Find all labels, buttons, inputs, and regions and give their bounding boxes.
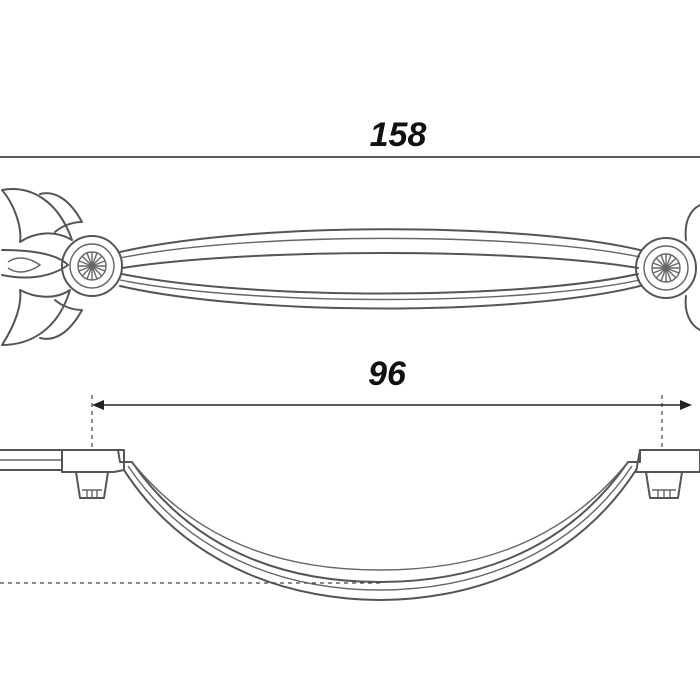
left-leaf-ornament <box>1 188 83 346</box>
arched-handle-body <box>117 449 641 601</box>
overall-length-label: 158 <box>370 116 427 154</box>
right-foot <box>635 449 700 499</box>
handle-bars <box>119 228 641 310</box>
left-rosette <box>61 235 123 297</box>
right-arrowhead <box>680 400 692 410</box>
hole-spacing-label: 96 <box>368 355 407 393</box>
left-foot <box>61 449 125 499</box>
right-leaf-ornament <box>684 204 700 331</box>
handle-side-view <box>0 449 700 601</box>
left-arrowhead <box>92 400 104 410</box>
handle-top-view <box>1 188 700 346</box>
right-rosette <box>635 237 697 299</box>
hole-spacing-dimension: 96 <box>91 355 692 450</box>
overall-length-dimension: 158 <box>0 116 700 158</box>
